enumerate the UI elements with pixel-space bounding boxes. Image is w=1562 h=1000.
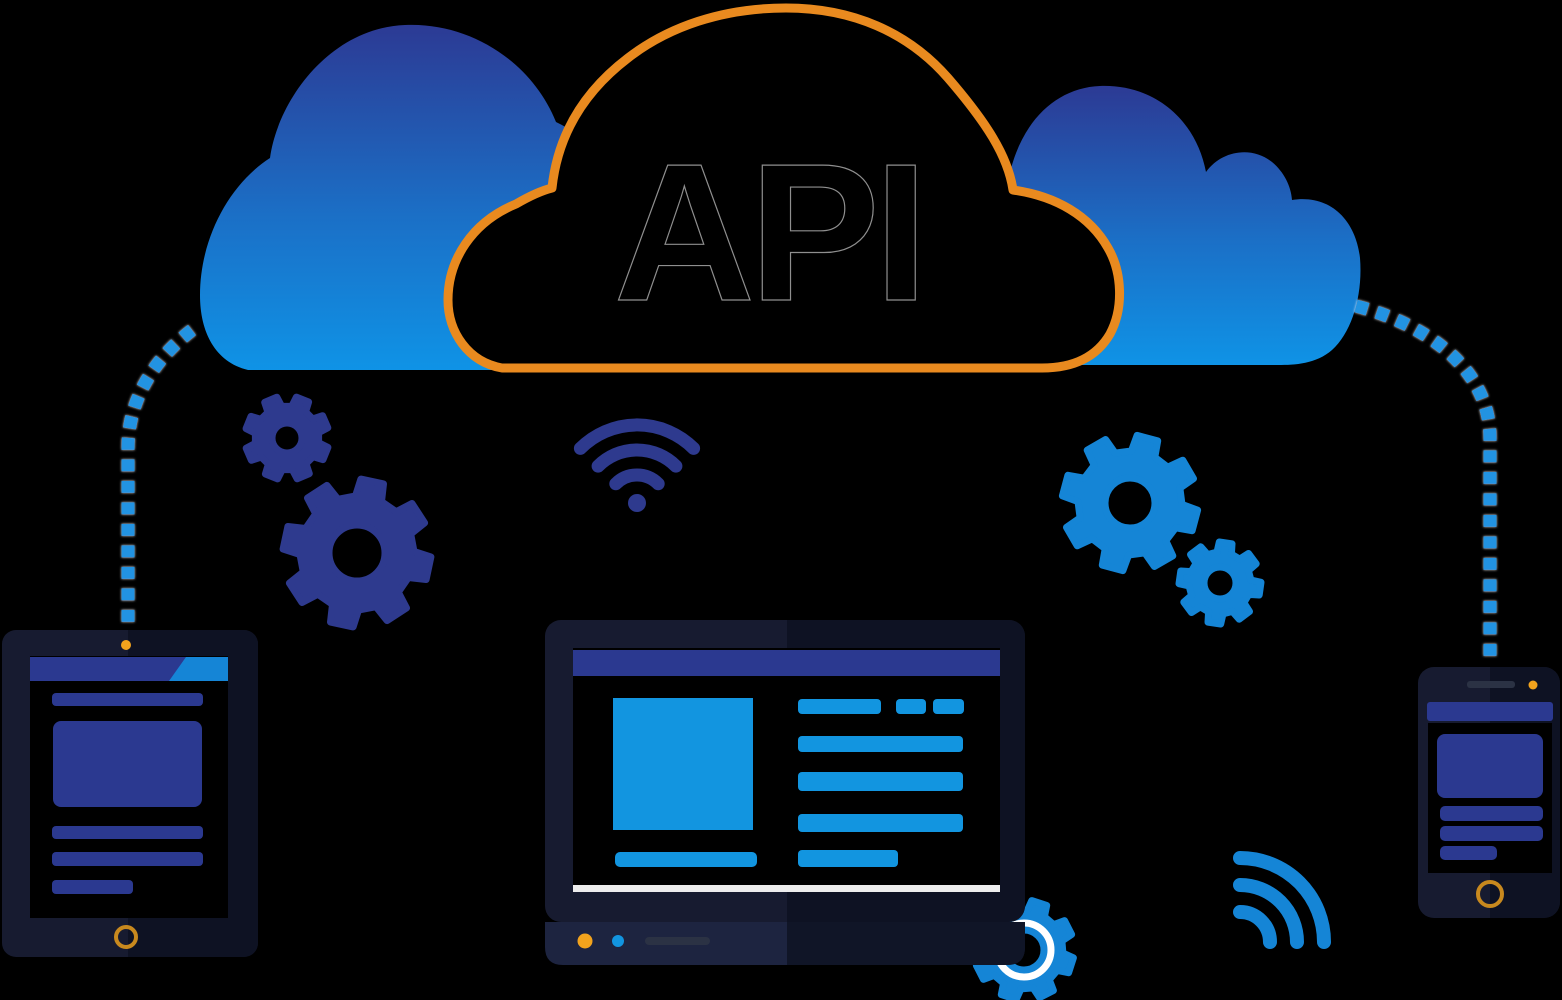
tablet-header-accent xyxy=(169,657,228,681)
dashed-connectors xyxy=(121,299,1497,804)
gear-large-right-icon xyxy=(1058,431,1202,575)
phone-image-block xyxy=(1437,734,1543,798)
wifi-icon xyxy=(573,418,701,512)
tablet-text-bar xyxy=(52,880,133,894)
gear-small-left-icon xyxy=(242,393,332,483)
laptop-hinge-strip xyxy=(573,885,1000,892)
tablet-image-block xyxy=(53,721,202,807)
laptop-image-block xyxy=(613,698,753,830)
wifi-signal-icon xyxy=(1233,850,1332,949)
phone-text-bar xyxy=(1440,826,1543,841)
tablet-home-button xyxy=(114,925,138,949)
gear-small-right-icon xyxy=(1175,538,1265,628)
gear-large-left-icon xyxy=(279,475,435,631)
phone-content xyxy=(1437,734,1543,860)
laptop-text-bar xyxy=(798,772,963,791)
phone-speaker-slot xyxy=(1467,681,1515,688)
phone-home-button xyxy=(1476,880,1504,908)
connector-cloud-to-tablet xyxy=(121,324,196,628)
laptop-text-lines xyxy=(798,699,964,867)
api-cloud-outline xyxy=(443,3,1124,373)
laptop-speaker-slot xyxy=(645,937,710,945)
laptop-text-bar xyxy=(896,699,926,714)
laptop-text-bar xyxy=(933,699,964,714)
laptop-screen-header-bar xyxy=(573,650,1000,676)
phone-text-bar xyxy=(1440,846,1497,860)
laptop-text-bar xyxy=(798,736,963,752)
laptop-text-bar xyxy=(798,814,963,832)
tablet-text-bar xyxy=(52,693,203,706)
laptop-text-bar xyxy=(798,850,898,867)
laptop-status-led xyxy=(612,935,624,947)
tablet-content xyxy=(52,693,203,894)
tablet xyxy=(2,630,258,957)
phone-header-bar xyxy=(1427,702,1553,721)
laptop xyxy=(545,620,1025,965)
phone-camera-dot xyxy=(1528,680,1538,690)
laptop-power-led xyxy=(577,933,593,949)
laptop-text-bar xyxy=(615,852,757,867)
tablet-text-bar xyxy=(52,852,203,866)
tablet-camera-dot xyxy=(121,640,131,650)
phone-text-bar xyxy=(1440,806,1543,821)
connector-cloud-to-phone xyxy=(1354,299,1497,664)
smartphone xyxy=(1418,667,1560,918)
api-label: API xyxy=(614,123,923,342)
tablet-text-bar xyxy=(52,826,203,839)
laptop-text-bar xyxy=(798,699,881,714)
